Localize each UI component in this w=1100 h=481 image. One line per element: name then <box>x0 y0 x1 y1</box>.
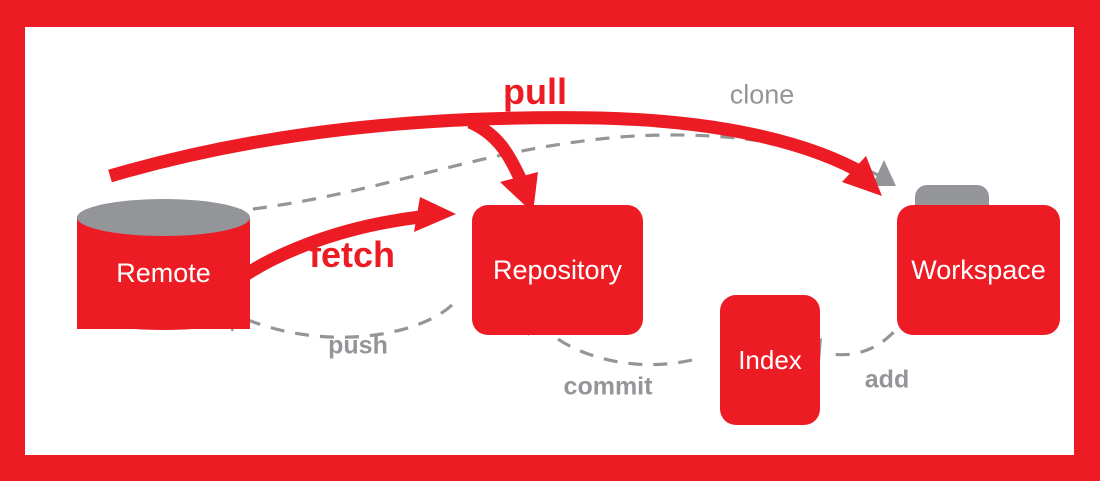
clone-arrowhead <box>872 160 896 186</box>
node-repository-label: Repository <box>492 254 623 285</box>
pull-workspace-arrowhead <box>842 156 882 196</box>
node-remote-label: Remote <box>116 257 211 288</box>
cylinder-top-ellipse <box>77 199 250 236</box>
node-repository[interactable]: Repository <box>472 205 643 335</box>
node-index-label: Index <box>738 344 802 375</box>
edge-label-push: push <box>328 331 388 360</box>
edge-label-commit: commit <box>563 372 653 401</box>
edge-clone <box>227 133 896 214</box>
edge-label-pull: pull <box>503 71 567 112</box>
diagram-inner-canvas: Remote Repository Index Workspace pull f… <box>25 27 1074 455</box>
node-remote[interactable]: Remote <box>77 199 250 347</box>
node-workspace[interactable]: Workspace <box>897 205 1060 335</box>
node-workspace-label: Workspace <box>911 254 1046 285</box>
node-index[interactable]: Index <box>720 295 820 425</box>
edge-label-add: add <box>864 365 910 394</box>
fetch-arrowhead <box>414 197 456 232</box>
edge-label-clone: clone <box>729 79 795 110</box>
edge-label-fetch: fetch <box>308 234 396 275</box>
